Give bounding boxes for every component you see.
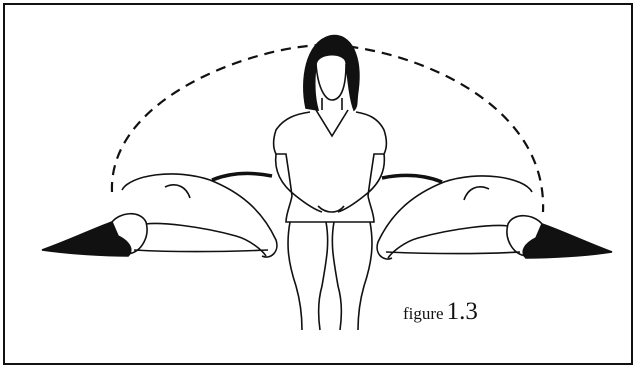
seated-figure-right-leg	[358, 222, 372, 330]
seated-figure-left-leg	[288, 222, 302, 330]
seated-figure-left-arm	[276, 154, 322, 212]
right-figure-shoulder	[382, 175, 442, 182]
seated-figure-hair	[304, 36, 359, 110]
right-figure-fold	[464, 187, 489, 200]
left-figure-hair	[42, 222, 131, 256]
right-figure-hair	[523, 224, 612, 258]
left-bent-figure	[42, 173, 277, 257]
left-figure-body	[134, 250, 268, 252]
right-bent-figure	[377, 175, 612, 259]
left-figure-fold	[165, 185, 190, 198]
left-figure-shoulder	[212, 173, 272, 180]
seated-figure-torso	[274, 112, 387, 196]
right-figure-body	[386, 252, 520, 254]
seated-figure-collar	[316, 110, 348, 136]
seated-figure-face	[316, 64, 346, 100]
seated-figure-right-arm	[338, 154, 384, 212]
seated-figure-skirt	[286, 196, 374, 222]
seated-figure-left-leg-inner	[319, 222, 328, 330]
figure-caption-word: figure	[403, 304, 444, 323]
seated-figure-right-leg-inner	[332, 222, 341, 330]
figure-caption-number: 1.3	[447, 298, 478, 325]
seated-figure	[274, 36, 387, 330]
